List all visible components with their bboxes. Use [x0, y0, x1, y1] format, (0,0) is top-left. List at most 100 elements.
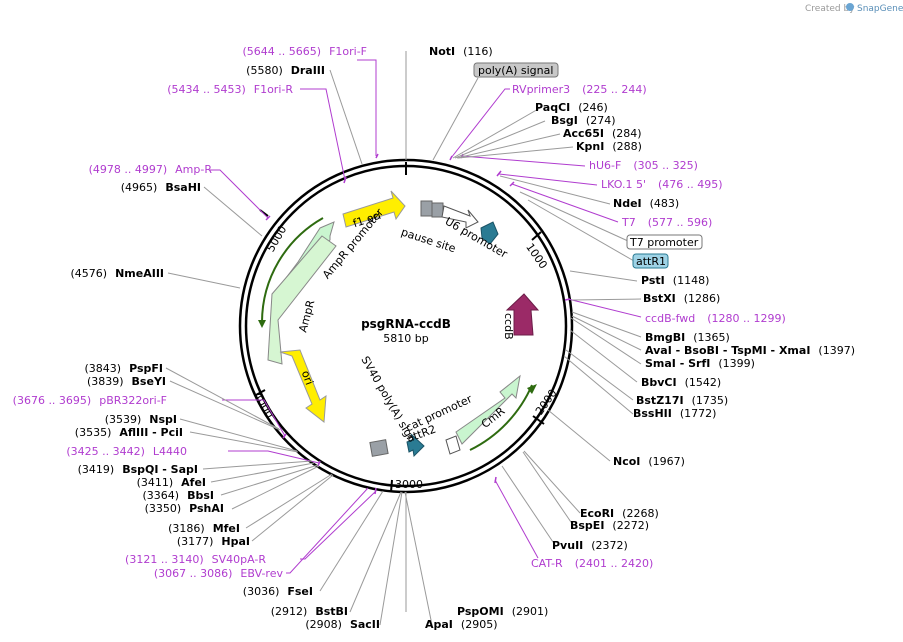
label-bmgbi[interactable]: BmgBI(1365) [645, 331, 730, 344]
lko-feature[interactable] [480, 221, 499, 245]
label-lko1-5[interactable]: LKO.1 5'(476 .. 495) [601, 178, 723, 191]
leader-afei [210, 462, 315, 483]
label-mfei[interactable]: (3186)MfeI [168, 522, 240, 535]
label-ndei[interactable]: NdeI(483) [613, 197, 679, 210]
sv40-polya-box[interactable] [369, 439, 389, 457]
leader-bstxi [571, 298, 642, 301]
label-amp-r[interactable]: (4978 .. 4997)Amp-R [89, 163, 213, 176]
leader-acc65i [456, 133, 561, 159]
label-bsgi[interactable]: BsgI(274) [551, 114, 616, 127]
polya-signal-tag[interactable] [473, 62, 559, 78]
label-afei[interactable]: (3411)AfeI [137, 476, 206, 489]
label-hpai[interactable]: (3177)HpaI [177, 535, 250, 548]
label-avai-group[interactable]: AvaI - BsoBI - TspMI - XmaI(1397) [645, 344, 855, 357]
leader-attr1 [527, 199, 635, 262]
ori-label: ori [299, 369, 316, 387]
leader-bstz17i [565, 349, 634, 401]
label-rvprimer3[interactable]: RVprimer3(225 .. 244) [512, 83, 647, 96]
leader-hpai [251, 474, 334, 542]
leader-ebv-rev [286, 487, 369, 574]
label-sv40pa-r[interactable]: (3121 .. 3140)SV40pA-R [125, 553, 266, 566]
leader-aflIII [189, 431, 299, 453]
label-bsahi[interactable]: (4965)BsaHI [121, 181, 201, 194]
leader-bbvci [569, 329, 638, 383]
label-f1ori-r[interactable]: (5434 .. 5453)F1ori-R [167, 83, 293, 96]
label-bstz17i[interactable]: BstZ17I(1735) [636, 394, 728, 407]
label-psti[interactable]: PstI(1148) [641, 274, 709, 287]
credit-brand: SnapGene [857, 4, 903, 14]
ampr-orf-arrowhead [258, 320, 266, 328]
label-bsshii[interactable]: BssHII(1772) [633, 407, 716, 420]
label-pspomi[interactable]: PspOMI(2901) [457, 605, 548, 618]
leader-t7-promoter [519, 191, 629, 242]
label-l4440[interactable]: (3425 .. 3442)L4440 [66, 445, 187, 458]
ori-feature[interactable] [279, 349, 327, 423]
u6-promoter-feature[interactable] [441, 205, 479, 229]
pause-site-label: pause site [399, 226, 457, 256]
label-pvuii[interactable]: PvuII(2372) [552, 539, 628, 552]
cat-promoter-feature[interactable] [445, 435, 461, 455]
f1-ori-feature[interactable] [342, 190, 406, 228]
label-pspfi[interactable]: (3843)PspFI [85, 362, 163, 375]
leader-f1ori-f [357, 59, 377, 156]
label-hu6-f[interactable]: hU6-F(305 .. 325) [589, 159, 698, 172]
polya-signal-tag-text: poly(A) signal [478, 64, 553, 77]
leader-nmeaiii [167, 272, 241, 289]
leader-rvprimer3 [450, 88, 510, 159]
leader-amp-r [210, 169, 269, 219]
label-draiii[interactable]: (5580)DraIII [246, 64, 325, 77]
label-pbr322ori-f[interactable]: (3676 .. 3695)pBR322ori-F [13, 394, 167, 407]
label-afliii-group[interactable]: (3535)AflIII - PciI [75, 426, 183, 439]
label-bstbi[interactable]: (2912)BstBI [271, 605, 348, 618]
leader-pvuii [501, 465, 556, 546]
leader-l4440 [228, 450, 320, 464]
pause-site-box[interactable] [431, 202, 444, 218]
label-pshai[interactable]: (3350)PshAI [145, 502, 224, 515]
leader-ecori [523, 450, 581, 514]
label-t7[interactable]: T7(577 .. 596) [621, 216, 712, 229]
leader-kpni [457, 146, 574, 159]
label-fsei[interactable]: (3036)FseI [243, 585, 313, 598]
label-nmeaiii[interactable]: (4576)NmeAIII [71, 267, 165, 280]
credit-created-by: Created by [805, 4, 855, 14]
leader-paqci [452, 107, 541, 159]
leader-pshai [231, 465, 320, 510]
tick-1000 [531, 231, 542, 241]
label-ebv-rev[interactable]: (3067 .. 3086)EBV-rev [154, 567, 284, 580]
leader-ndei [499, 175, 611, 205]
label-nspi[interactable]: (3539)NspI [105, 413, 177, 426]
label-ncoi[interactable]: NcoI(1967) [613, 455, 685, 468]
label-cat-r[interactable]: CAT-R(2401 .. 2420) [531, 557, 653, 570]
label-paqci[interactable]: PaqCI(246) [535, 101, 608, 114]
label-ecori[interactable]: EcoRI(2268) [580, 507, 659, 520]
label-bbvci[interactable]: BbvCI(1542) [641, 376, 721, 389]
ccdb-feature[interactable] [505, 293, 540, 336]
label-acc65i[interactable]: Acc65I(284) [563, 127, 642, 140]
label-bseyi[interactable]: (3839)BseYI [87, 375, 166, 388]
snapgene-logo-icon [846, 3, 854, 11]
label-bspqi-group[interactable]: (3419)BspQI - SapI [78, 463, 198, 476]
label-bspei[interactable]: BspEI(2272) [570, 519, 649, 532]
leader-avai-group [571, 315, 642, 351]
label-ccdb-fwd[interactable]: ccdB-fwd(1280 .. 1299) [645, 312, 786, 325]
label-apai[interactable]: ApaI(2905) [425, 618, 497, 631]
tick-label-2000: 2000 [533, 387, 560, 417]
leader-bspei [522, 451, 574, 526]
leader-bstbi [349, 491, 402, 613]
t7-promoter-tag[interactable] [626, 234, 703, 250]
leader-polya-signal [432, 77, 479, 161]
cmr-feature[interactable] [455, 374, 521, 445]
label-smai-group[interactable]: SmaI - SrfI(1399) [645, 357, 755, 370]
label-bbsi[interactable]: (3364)BbsI [143, 489, 214, 502]
attr2-feature[interactable] [406, 433, 425, 458]
label-kpni[interactable]: KpnI(288) [576, 140, 642, 153]
label-sacii[interactable]: (2908)SacII [305, 618, 380, 631]
label-f1ori-f[interactable]: (5644 .. 5665)F1ori-F [243, 45, 368, 58]
plasmid-name: psgRNA-ccdB [361, 317, 451, 331]
tick-4000 [255, 389, 266, 396]
attr1-tag[interactable] [632, 253, 669, 269]
label-bstxi[interactable]: BstXI(1286) [643, 292, 720, 305]
polya-signal-box[interactable] [420, 200, 433, 217]
ampr-feature[interactable] [267, 235, 337, 365]
label-noti[interactable]: NotI(116) [429, 45, 493, 58]
